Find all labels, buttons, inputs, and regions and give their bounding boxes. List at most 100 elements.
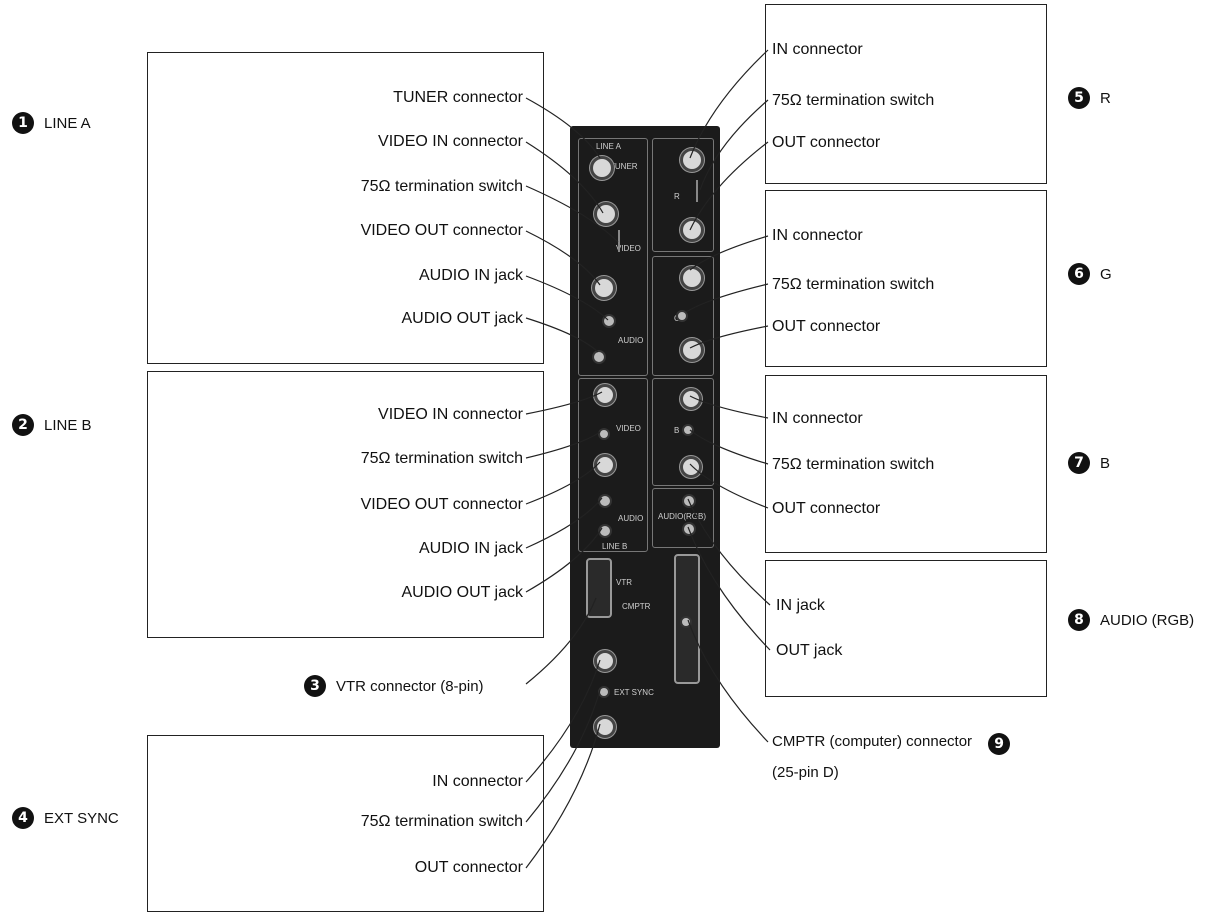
line-a-video-in-connector[interactable]	[594, 202, 618, 226]
g-box	[765, 190, 1047, 367]
section-title: EXT SYNC	[44, 809, 119, 827]
g-in-connector[interactable]	[680, 266, 704, 290]
line-a-video-out-label: VIDEO OUT connector	[360, 222, 523, 239]
line-b-audio-in-label: AUDIO IN jack	[418, 540, 523, 557]
section-title: G	[1100, 265, 1112, 283]
b-in-connector[interactable]	[680, 388, 702, 410]
vtr-connector[interactable]	[586, 558, 612, 618]
r-out-label: OUT connector	[772, 134, 881, 151]
audio-rgb-out-label: OUT jack	[776, 642, 843, 659]
line-a-video-in-label: VIDEO IN connector	[378, 133, 523, 150]
line-a-audio-out-label: AUDIO OUT jack	[401, 310, 524, 327]
ext-sync-termination-label: 75Ω termination switch	[360, 813, 523, 830]
ext-sync-termination-switch[interactable]	[598, 686, 610, 698]
section-ext-sync: 4 EXT SYNC	[12, 807, 119, 829]
line-a-tuner-connector[interactable]	[590, 156, 614, 180]
panel-video-a-text: VIDEO	[616, 244, 641, 253]
b-termination-switch[interactable]	[682, 424, 694, 436]
cmptr-center-point	[680, 616, 692, 628]
section-b: 7 B	[1068, 452, 1110, 474]
audio-rgb-in-label: IN jack	[776, 597, 825, 614]
number-badge: 1	[12, 112, 34, 134]
rear-panel: LINE A TUNER VIDEO AUDIO R G VIDEO AUDIO…	[570, 126, 720, 748]
line-b-audio-out-jack[interactable]	[598, 524, 612, 538]
line-b-video-out-connector[interactable]	[594, 454, 616, 476]
line-a-termination-label: 75Ω termination switch	[360, 178, 523, 195]
panel-ext-sync-text: EXT SYNC	[614, 688, 654, 697]
panel-line-a-text: LINE A	[596, 142, 621, 151]
number-badge: 9	[988, 733, 1011, 755]
r-in-label: IN connector	[772, 41, 863, 58]
audio-rgb-out-jack[interactable]	[682, 522, 696, 536]
ext-sync-in-connector[interactable]	[594, 650, 616, 672]
number-badge: 8	[1068, 609, 1090, 631]
line-b-audio-in-jack[interactable]	[598, 494, 612, 508]
panel-audio-rgb-text: AUDIO(RGB)	[658, 512, 706, 521]
r-box	[765, 4, 1047, 184]
number-badge: 3	[304, 675, 326, 697]
line-a-box	[147, 52, 544, 364]
line-a-tuner-label: TUNER connector	[393, 89, 523, 106]
section-cmptr: CMPTR (computer) connector (25-pin D) 9	[772, 733, 1011, 781]
panel-vtr-text: VTR	[616, 578, 632, 587]
line-b-termination-switch[interactable]	[598, 428, 610, 440]
section-r: 5 R	[1068, 87, 1111, 109]
panel-r-text: R	[674, 192, 680, 201]
g-termination-label: 75Ω termination switch	[772, 276, 935, 293]
number-badge: 6	[1068, 263, 1090, 285]
line-b-box	[147, 371, 544, 638]
number-badge: 5	[1068, 87, 1090, 109]
section-title: AUDIO (RGB)	[1100, 611, 1195, 629]
panel-video-b-text: VIDEO	[616, 424, 641, 433]
line-a-audio-out-jack[interactable]	[592, 350, 606, 364]
line-a-video-out-connector[interactable]	[592, 276, 616, 300]
b-out-label: OUT connector	[772, 500, 881, 517]
section-title: B	[1100, 454, 1111, 472]
b-out-connector[interactable]	[680, 456, 702, 478]
audio-rgb-box	[765, 560, 1047, 697]
r-out-connector[interactable]	[680, 218, 704, 242]
section-title: LINE B	[44, 416, 92, 434]
b-in-label: IN connector	[772, 410, 863, 427]
number-badge: 2	[12, 414, 34, 436]
section-g: 6 G	[1068, 263, 1112, 285]
ext-sync-in-label: IN connector	[432, 773, 523, 790]
b-termination-label: 75Ω termination switch	[772, 456, 935, 473]
section-audio-rgb: 8 AUDIO (RGB)	[1068, 609, 1194, 631]
panel-cmptr-text: CMPTR	[622, 602, 651, 611]
panel-audio-b-text: AUDIO	[618, 514, 644, 523]
panel-tuner-text: TUNER	[610, 162, 638, 171]
panel-audio-a-text: AUDIO	[618, 336, 644, 345]
section-line-b: 2 LINE B	[12, 414, 92, 436]
g-out-label: OUT connector	[772, 318, 881, 335]
line-a-audio-in-label: AUDIO IN jack	[418, 267, 523, 284]
r-termination-label: 75Ω termination switch	[772, 92, 935, 109]
line-b-video-out-label: VIDEO OUT connector	[360, 496, 523, 513]
section-subtitle: (25-pin D)	[772, 764, 839, 781]
r-termination-switch[interactable]	[696, 180, 698, 202]
r-in-connector[interactable]	[680, 148, 704, 172]
number-badge: 4	[12, 807, 34, 829]
number-badge: 7	[1068, 452, 1090, 474]
g-out-connector[interactable]	[680, 338, 704, 362]
section-title: R	[1100, 89, 1111, 107]
line-b-video-in-label: VIDEO IN connector	[378, 406, 523, 423]
line-a-audio-in-jack[interactable]	[602, 314, 616, 328]
panel-line-b-text: LINE B	[602, 542, 628, 551]
line-b-audio-out-label: AUDIO OUT jack	[401, 584, 524, 601]
line-b-termination-label: 75Ω termination switch	[360, 450, 523, 467]
g-panel-section	[652, 256, 714, 376]
line-b-video-in-connector[interactable]	[594, 384, 616, 406]
ext-sync-out-label: OUT connector	[414, 859, 523, 876]
g-in-label: IN connector	[772, 227, 863, 244]
ext-sync-out-connector[interactable]	[594, 716, 616, 738]
audio-rgb-in-jack[interactable]	[682, 494, 696, 508]
section-line-a: 1 LINE A	[12, 112, 91, 134]
section-title: VTR connector (8-pin)	[336, 677, 484, 695]
section-title: CMPTR (computer) connector	[772, 733, 973, 750]
panel-b-text: B	[674, 426, 680, 435]
section-vtr: 3 VTR connector (8-pin)	[304, 675, 484, 697]
g-termination-switch[interactable]	[676, 310, 688, 322]
line-a-termination-switch[interactable]	[618, 230, 620, 252]
section-title: LINE A	[44, 114, 91, 132]
